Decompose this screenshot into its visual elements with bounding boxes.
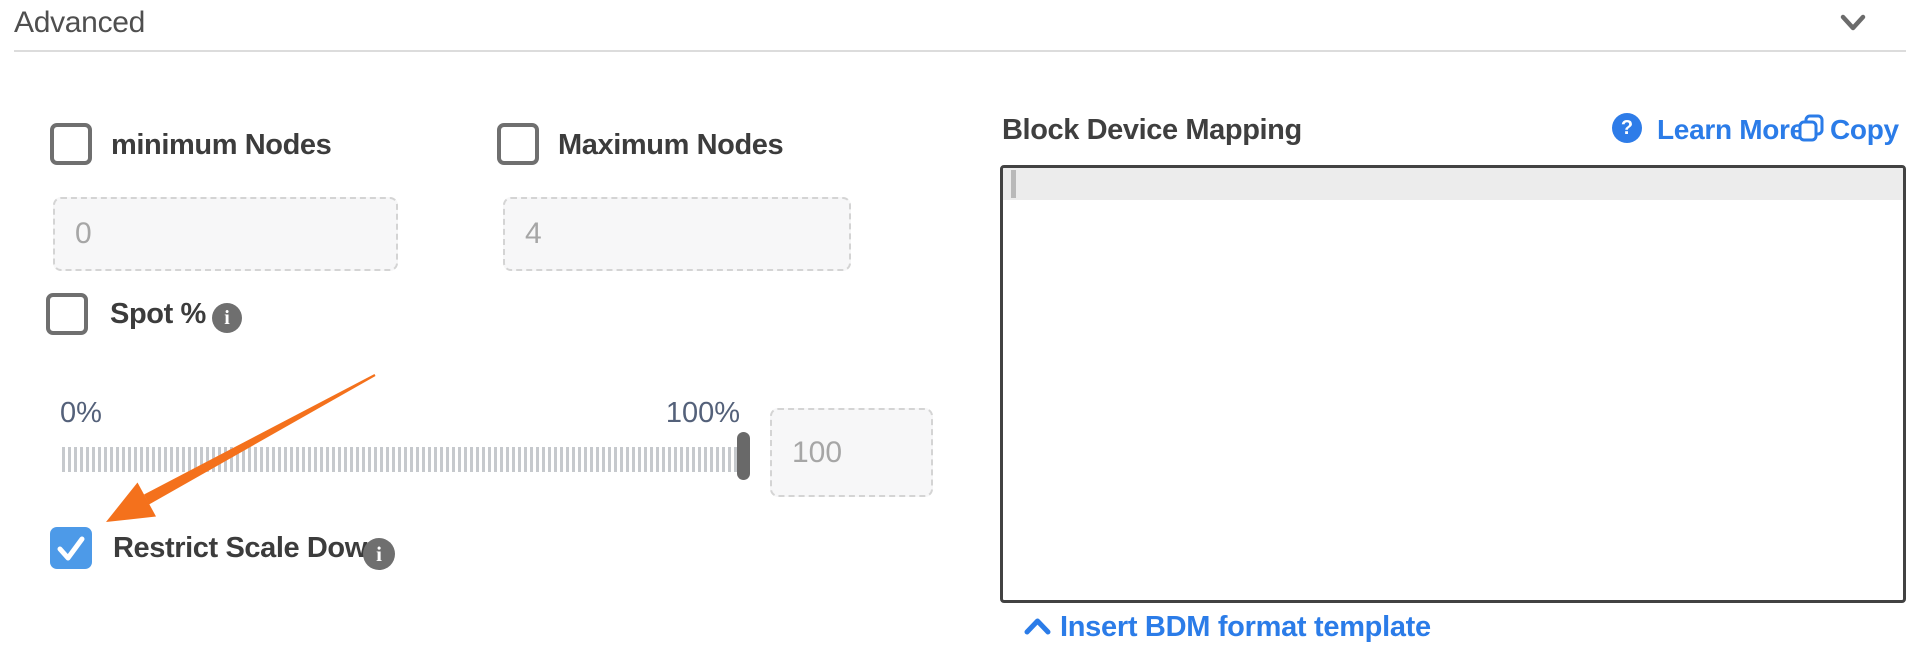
spot-info-icon[interactable]: i bbox=[212, 303, 242, 333]
minimum-nodes-input[interactable] bbox=[53, 197, 398, 271]
spot-percent-slider-track[interactable] bbox=[62, 447, 752, 472]
slider-max-label: 100% bbox=[665, 397, 740, 429]
help-icon[interactable]: ? bbox=[1612, 113, 1642, 143]
bdm-editor-textarea[interactable] bbox=[1000, 165, 1906, 603]
minimum-nodes-label: minimum Nodes bbox=[111, 129, 332, 161]
copy-button[interactable]: Copy bbox=[1830, 114, 1899, 145]
minimum-nodes-checkbox[interactable] bbox=[50, 123, 92, 165]
maximum-nodes-input[interactable] bbox=[503, 197, 851, 271]
maximum-nodes-label: Maximum Nodes bbox=[558, 129, 784, 161]
maximum-nodes-checkbox[interactable] bbox=[497, 123, 539, 165]
spot-percent-checkbox[interactable] bbox=[46, 293, 88, 335]
editor-caret bbox=[1011, 170, 1016, 198]
spot-percent-slider-handle[interactable] bbox=[737, 432, 750, 480]
checkmark-icon bbox=[57, 536, 85, 561]
slider-min-label: 0% bbox=[60, 397, 102, 429]
section-divider bbox=[14, 50, 1906, 52]
restrict-scale-down-label: Restrict Scale Down bbox=[113, 532, 385, 564]
section-title: Advanced bbox=[14, 6, 146, 39]
spot-percent-value-input[interactable] bbox=[770, 408, 933, 497]
learn-more-link[interactable]: Learn More bbox=[1657, 114, 1805, 145]
insert-bdm-template-link[interactable]: Insert BDM format template bbox=[1060, 611, 1431, 643]
restrict-scale-down-checkbox[interactable] bbox=[50, 527, 92, 569]
chevron-down-icon[interactable] bbox=[1840, 13, 1866, 32]
bdm-title: Block Device Mapping bbox=[1002, 114, 1302, 146]
editor-active-line bbox=[1003, 168, 1903, 200]
chevron-up-icon[interactable] bbox=[1024, 618, 1051, 635]
restrict-info-icon[interactable]: i bbox=[363, 538, 395, 570]
copy-icon[interactable] bbox=[1798, 114, 1824, 142]
spot-percent-label: Spot % bbox=[110, 298, 206, 330]
